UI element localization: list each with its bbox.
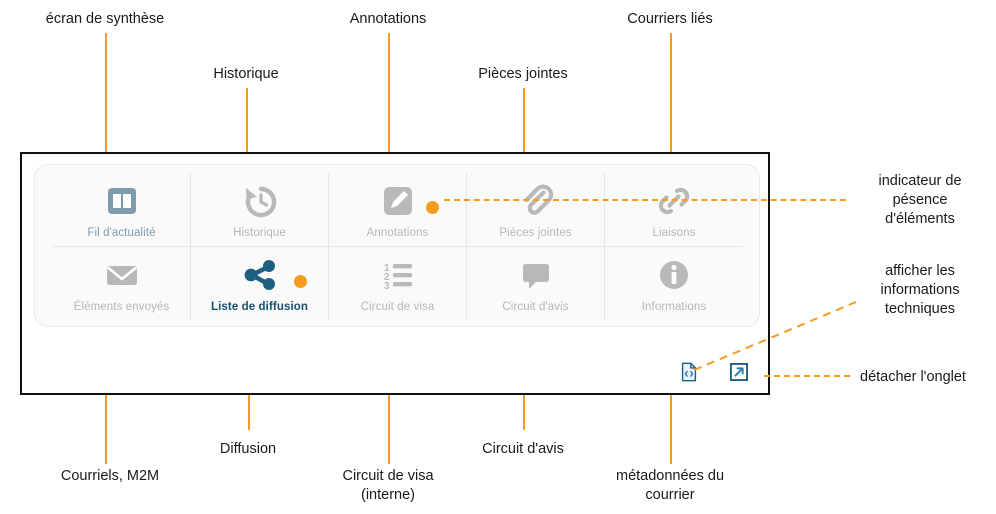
tile-label: Fil d'actualité <box>87 226 156 239</box>
leader-line-bottom-1 <box>105 352 107 464</box>
svg-text:1: 1 <box>384 263 390 274</box>
tile-label: Éléments envoyés <box>73 301 170 313</box>
leader-line-top-4 <box>523 88 525 188</box>
tile-circuit-avis[interactable]: Circuit d'avis <box>467 247 605 321</box>
tile-label: Circuit de visa <box>360 301 435 313</box>
file-code-icon[interactable] <box>678 361 700 383</box>
speech-bubble-icon <box>516 255 556 295</box>
callout-metadonnees: métadonnées du courrier <box>615 468 725 503</box>
tile-label: Pièces jointes <box>499 226 572 239</box>
callout-annotations: Annotations <box>349 11 427 27</box>
tile-label: Historique <box>233 226 286 239</box>
tile-pieces-jointes[interactable]: Pièces jointes <box>467 173 605 247</box>
presence-indicator-dot <box>294 275 307 288</box>
history-icon <box>240 181 280 221</box>
dashed-connector-presence <box>444 199 846 201</box>
presence-indicator-dot <box>426 201 439 214</box>
leader-line-top-3 <box>388 33 390 188</box>
leader-line-bottom-5 <box>670 352 672 464</box>
widget-action-bar <box>678 361 750 383</box>
svg-text:2: 2 <box>384 272 390 283</box>
callout-pieces-jointes: Pièces jointes <box>478 66 568 82</box>
tile-label: Annotations <box>366 226 429 239</box>
tile-informations[interactable]: Informations <box>605 247 743 321</box>
pencil-square-icon <box>378 181 418 221</box>
leader-line-top-2 <box>246 88 248 188</box>
leader-line-bottom-3 <box>388 352 390 464</box>
svg-text:3: 3 <box>384 281 390 292</box>
tab-tiles-card: Fil d'actualité Historique <box>34 164 760 327</box>
callout-courriers-lies: Courriers liés <box>627 11 713 27</box>
tile-label: Liaisons <box>652 226 696 239</box>
callout-circuit-visa: Circuit de visa (interne) <box>342 468 434 503</box>
info-circle-icon <box>654 255 694 295</box>
share-nodes-icon <box>240 255 280 295</box>
callout-diffusion: Diffusion <box>219 441 277 457</box>
tile-historique[interactable]: Historique <box>191 173 329 247</box>
tile-label: Liste de diffusion <box>211 301 308 313</box>
leader-line-top-5 <box>670 33 672 188</box>
tile-label: Circuit d'avis <box>502 301 569 313</box>
external-link-icon[interactable] <box>728 361 750 383</box>
callout-courriels-m2m: Courriels, M2M <box>60 468 160 484</box>
tab-bar-widget-frame: Fil d'actualité Historique <box>20 152 770 395</box>
envelope-icon <box>102 255 142 295</box>
callout-ecran-synthese: écran de synthèse <box>45 11 165 27</box>
callout-infos-techniques: afficher les informations techniques <box>880 263 960 317</box>
tile-annotations[interactable]: Annotations <box>329 173 467 247</box>
tile-liste-diffusion[interactable]: Liste de diffusion <box>191 247 329 321</box>
numbered-list-icon: 1 2 3 <box>378 255 418 295</box>
leader-line-top-1 <box>105 33 107 188</box>
callout-indicateur-presence: indicateur de pésence d'éléments <box>878 173 962 227</box>
tile-circuit-visa[interactable]: 1 2 3 Circuit de visa <box>329 247 467 321</box>
tab-tiles-grid: Fil d'actualité Historique <box>53 173 743 321</box>
dashed-connector-technical-info <box>693 301 857 371</box>
tile-fil-actualite[interactable]: Fil d'actualité <box>53 173 191 247</box>
tile-elements-envoyes[interactable]: Éléments envoyés <box>53 247 191 321</box>
tile-liaisons[interactable]: Liaisons <box>605 173 743 247</box>
dashboard-icon <box>102 181 142 221</box>
dashed-connector-detach <box>764 375 850 377</box>
callout-detacher-onglet: détacher l'onglet <box>860 369 966 385</box>
tile-label: Informations <box>641 301 707 313</box>
callout-historique: Historique <box>213 66 279 82</box>
callout-circuit-avis: Circuit d'avis <box>482 441 564 457</box>
